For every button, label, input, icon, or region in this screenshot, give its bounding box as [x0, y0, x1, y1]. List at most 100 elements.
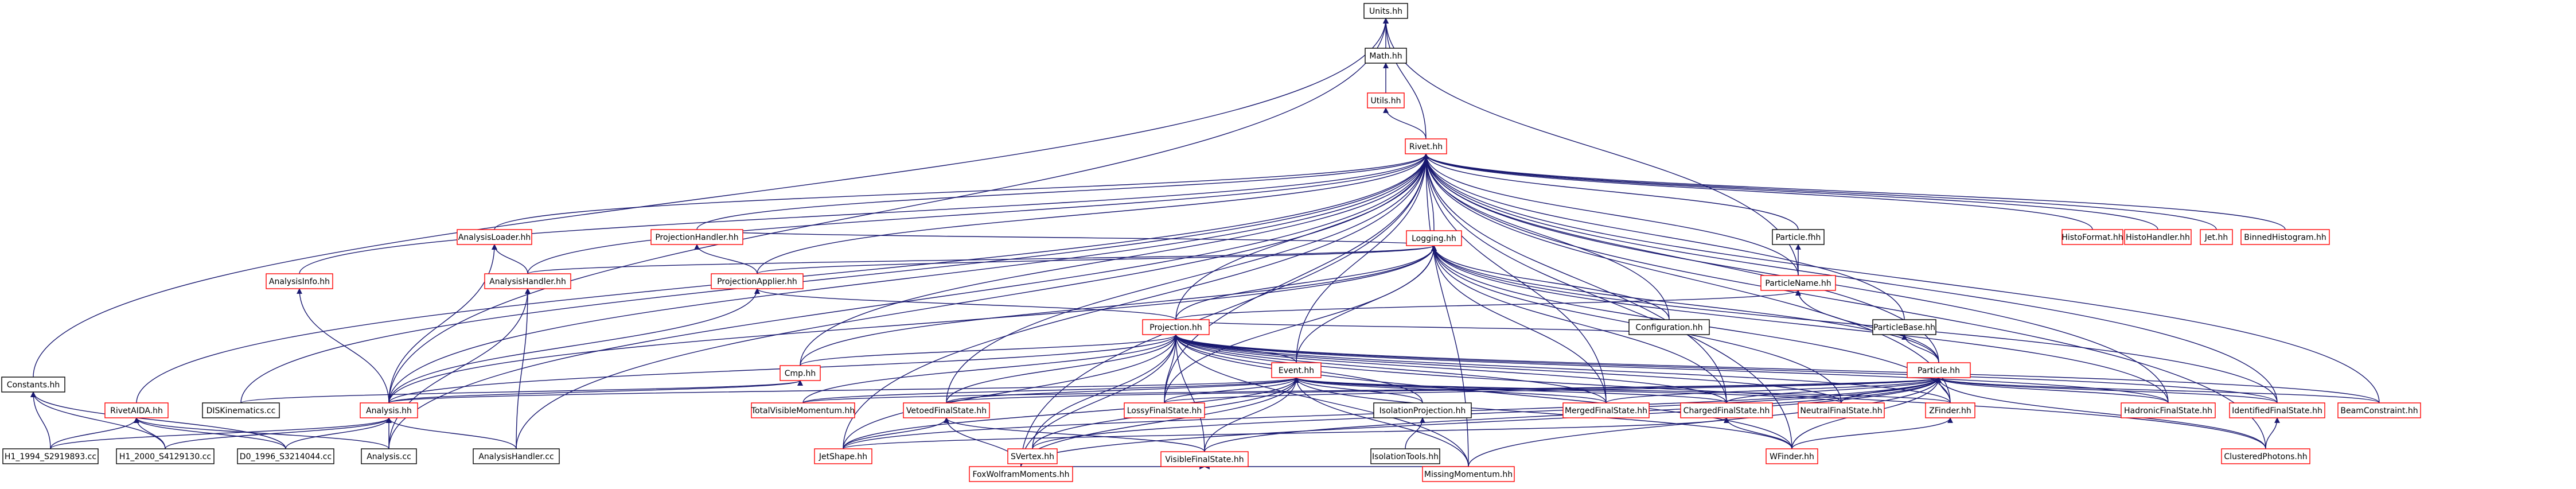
edge-neutralfs-to-projection [1173, 334, 1842, 403]
edge-particlefwd-to-rivet [1423, 153, 1799, 230]
node-d0_1996[interactable]: D0_1996_S3214044.cc [237, 448, 334, 464]
node-foxwolfram[interactable]: FoxWolframMoments.hh [969, 466, 1073, 482]
edge-rivet-to-units [1383, 18, 1427, 139]
node-particlefwd[interactable]: Particle.fhh [1772, 229, 1825, 245]
node-box-projhandler [650, 229, 743, 245]
node-missingmom[interactable]: MissingMomentum.hh [1422, 466, 1515, 482]
node-box-jet [2200, 229, 2233, 245]
edge-vetoedfs-to-projection [946, 334, 1179, 403]
node-lossyfs[interactable]: LossyFinalState.hh [1124, 402, 1205, 418]
node-binnedhisto[interactable]: BinnedHistogram.hh [2240, 229, 2330, 245]
edge-mergedfs-to-logging [1431, 245, 1607, 403]
edge-zfinder-to-event [1293, 377, 1951, 403]
node-label-jet: Jet.hh [2204, 233, 2228, 242]
node-rivet[interactable]: Rivet.hh [1405, 138, 1447, 154]
edge-cmp-to-projection [800, 334, 1179, 366]
node-particle[interactable]: Particle.hh [1907, 362, 1971, 378]
node-box-mergedfs [1562, 402, 1650, 418]
node-box-particlefwd [1772, 229, 1825, 245]
edge-hadronicfs-to-projection [1173, 334, 2169, 403]
node-analysisloader[interactable]: AnalysisLoader.hh [457, 229, 532, 245]
node-label-sveto: SVertex.hh [1011, 452, 1054, 461]
node-projection[interactable]: Projection.hh [1142, 319, 1210, 335]
node-utils[interactable]: Utils.hh [1367, 92, 1405, 108]
node-label-h1_1994: H1_1994_S2919893.cc [5, 452, 96, 461]
node-jetshape[interactable]: JetShape.hh [814, 448, 872, 464]
edge-beamconstraint-to-rivet [1423, 153, 2380, 403]
node-math[interactable]: Math.hh [1365, 48, 1407, 64]
node-analysis[interactable]: Analysis.hh [360, 402, 418, 418]
node-constants[interactable]: Constants.hh [1, 377, 65, 393]
node-isoproj[interactable]: IsolationProjection.hh [1373, 402, 1472, 418]
node-box-jetshape [814, 448, 872, 464]
node-histohandler[interactable]: HistoHandler.hh [2124, 229, 2192, 245]
node-analysiscc[interactable]: Analysis.cc [361, 448, 417, 464]
node-label-isoproj: IsolationProjection.hh [1379, 406, 1466, 416]
node-visiblefs[interactable]: VisibleFinalState.hh [1160, 451, 1249, 467]
node-label-hadronicfs: HadronicFinalState.hh [2124, 406, 2212, 416]
node-neutralfs[interactable]: NeutralFinalState.hh [1798, 402, 1885, 418]
node-sveto[interactable]: SVertex.hh [1007, 448, 1058, 464]
edge-particlename-to-rivet [1423, 153, 1799, 276]
node-analysishandlercc[interactable]: AnalysisHandler.cc [473, 448, 560, 464]
edge-histohandler-to-rivet [1423, 153, 2158, 230]
node-dis[interactable]: DISKinematics.cc [202, 402, 280, 418]
node-label-particlebase: ParticleBase.hh [1873, 323, 1935, 332]
node-beamconstraint[interactable]: BeamConstraint.hh [2337, 402, 2421, 418]
edges-layer [30, 18, 2380, 469]
node-cmp[interactable]: Cmp.hh [780, 365, 821, 381]
node-projhandler[interactable]: ProjectionHandler.hh [650, 229, 743, 245]
node-h1_1994[interactable]: H1_1994_S2919893.cc [2, 448, 99, 464]
node-box-projapplier [711, 273, 804, 289]
edge-analysishandler-to-logging [527, 245, 1437, 274]
edge-vetoedfs-to-rivet [946, 153, 1429, 403]
node-box-beamconstraint [2337, 402, 2421, 418]
node-projapplier[interactable]: ProjectionApplier.hh [711, 273, 804, 289]
node-box-event [1271, 362, 1322, 378]
node-label-event: Event.hh [1279, 366, 1314, 375]
node-hadronicfs[interactable]: HadronicFinalState.hh [2121, 402, 2216, 418]
node-isotools[interactable]: IsolationTools.hh [1370, 448, 1440, 464]
node-box-zfinder [1925, 402, 1975, 418]
node-jet[interactable]: Jet.hh [2200, 229, 2233, 245]
node-rivetaida[interactable]: RivetAIDA.hh [104, 402, 169, 418]
node-h1_2000[interactable]: H1_2000_S4129130.cc [116, 448, 215, 464]
node-zfinder[interactable]: ZFinder.hh [1925, 402, 1975, 418]
node-configuration[interactable]: Configuration.hh [1628, 319, 1710, 335]
node-box-visiblefs [1160, 451, 1249, 467]
node-box-tvm [751, 402, 855, 418]
node-label-particlename: ParticleName.hh [1765, 279, 1831, 288]
node-identifiedfs[interactable]: IdentifiedFinalState.hh [2229, 402, 2325, 418]
edge-identifiedfs-to-projection [1173, 334, 2278, 403]
node-analysishandler[interactable]: AnalysisHandler.hh [484, 273, 571, 289]
node-label-wfinder: WFinder.hh [1770, 452, 1814, 461]
node-wfinder[interactable]: WFinder.hh [1766, 448, 1818, 464]
node-vetoedfs[interactable]: VetoedFinalState.hh [903, 402, 990, 418]
edge-analysis-to-units [388, 18, 1389, 403]
node-mergedfs[interactable]: MergedFinalState.hh [1562, 402, 1650, 418]
edge-d0_1996-to-analysis [285, 417, 392, 449]
edge-projapplier-to-logging [757, 245, 1437, 274]
edge-jetshape-to-chargedfs [843, 417, 1729, 449]
edge-sveto-to-projection [1032, 334, 1179, 449]
edge-analysishandlercc-to-analysis [386, 417, 517, 449]
node-box-rivetaida [104, 402, 169, 418]
node-particlename[interactable]: ParticleName.hh [1760, 275, 1836, 291]
edge-clustered-to-identifiedfs [2265, 417, 2280, 449]
node-label-units: Units.hh [1369, 7, 1402, 16]
node-tvm[interactable]: TotalVisibleMomentum.hh [751, 402, 855, 418]
node-clustered[interactable]: ClusteredPhotons.hh [2221, 448, 2310, 464]
node-analysisinfo[interactable]: AnalysisInfo.hh [266, 273, 333, 289]
edge-analysishandler-to-analysisloader [492, 244, 528, 274]
node-logging[interactable]: Logging.hh [1406, 230, 1462, 246]
edge-configuration-to-logging [1431, 245, 1670, 320]
node-label-binnedhisto: BinnedHistogram.hh [2244, 233, 2326, 242]
node-particlebase[interactable]: ParticleBase.hh [1872, 319, 1936, 335]
node-label-missingmom: MissingMomentum.hh [1424, 470, 1513, 479]
node-event[interactable]: Event.hh [1271, 362, 1322, 378]
node-histoformat[interactable]: HistoFormat.hh [2061, 229, 2123, 245]
node-label-h1_2000: H1_2000_S4129130.cc [119, 452, 211, 461]
edge-clustered-to-projection [1173, 334, 2266, 449]
node-chargedfs[interactable]: ChargedFinalState.hh [1680, 402, 1773, 418]
